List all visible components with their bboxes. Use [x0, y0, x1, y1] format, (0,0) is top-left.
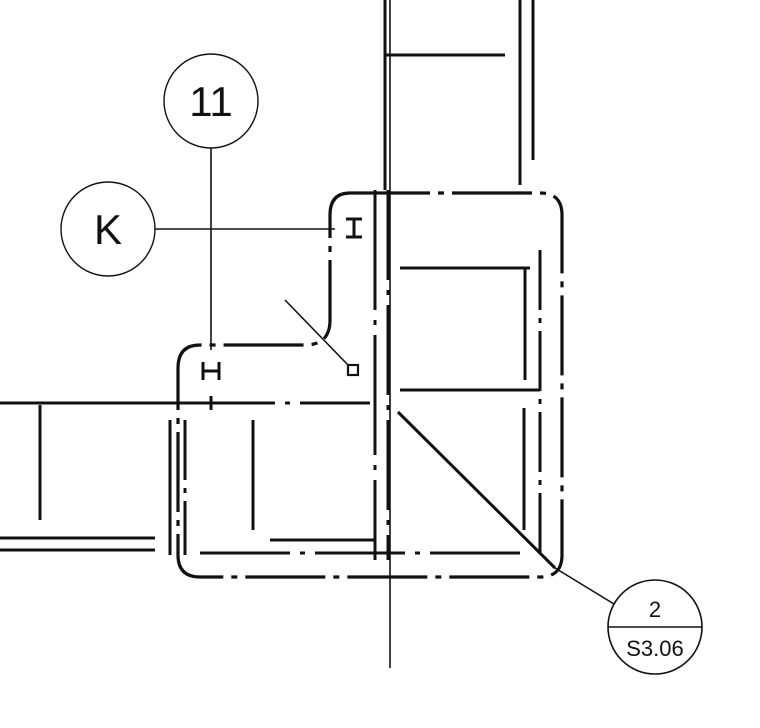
upper-wall-lines	[383, 0, 535, 190]
section-sheet: S3.06	[626, 636, 684, 661]
grid-bubble-circle	[60, 181, 156, 277]
square-marker-icon	[346, 363, 360, 377]
grid-bubble-label-k: K	[94, 206, 122, 253]
section-leader	[396, 410, 557, 570]
point-marker	[284, 299, 360, 377]
left-wall-lines	[0, 401, 195, 552]
corner-outline	[176, 191, 564, 579]
section-number: 2	[649, 597, 661, 622]
grid-bubble-circle	[163, 53, 259, 149]
h-beam-icon	[201, 362, 221, 380]
grid-lines	[155, 0, 391, 668]
grid-bubble-k: K	[60, 181, 156, 277]
grid-bubble-11: 11	[163, 53, 259, 149]
marker-leader	[284, 299, 349, 366]
section-leader-thin	[554, 567, 615, 605]
beam-markers	[201, 217, 362, 410]
grid-bubble-label-11: 11	[189, 78, 233, 125]
i-beam-icon	[346, 217, 362, 239]
inner-structure	[168, 190, 542, 560]
section-callout: 2 S3.06	[607, 579, 703, 675]
